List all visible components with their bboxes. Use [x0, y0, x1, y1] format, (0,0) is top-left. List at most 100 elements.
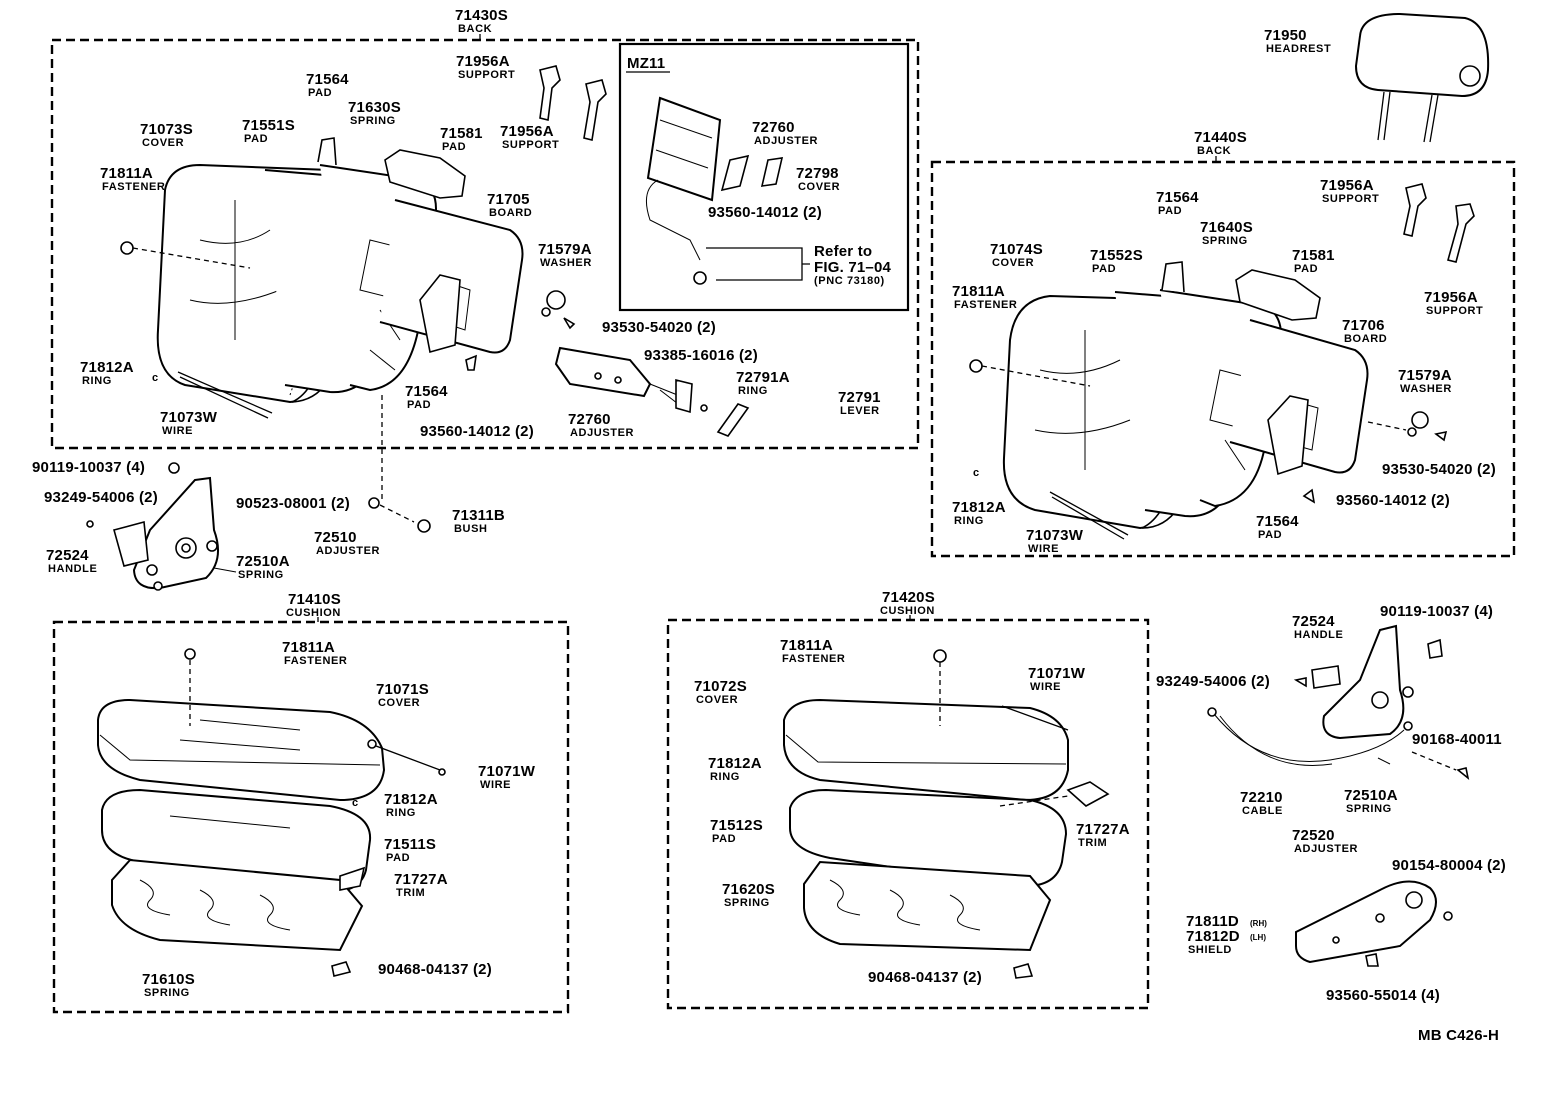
part-number-l_93249_1: 93249-54006 (2) — [44, 489, 158, 506]
svg-text:c: c — [152, 372, 159, 384]
part-name-l_71073W_1: WIRE — [162, 425, 193, 437]
part-number-l_90168: 90168-40011 — [1412, 731, 1502, 748]
cushion-right-assembly: 71420S CUSHION — [666, 589, 1150, 1010]
part-number-l_93560_55014: 93560-55014 (4) — [1326, 987, 1440, 1004]
part-name-l_71950: HEADREST — [1266, 43, 1331, 55]
part-number-l_71727A_2: 71727A — [1076, 821, 1130, 838]
reference-code: MB C426-H — [1418, 1027, 1499, 1044]
part-number-l_71705: 71705 — [487, 191, 530, 208]
refer-line1: Refer to — [814, 243, 872, 260]
part-number-l_72510A_2: 72510A — [1344, 787, 1398, 804]
back-left-assembly: 71430S BACK c — [50, 7, 920, 500]
part-number-l_71620S: 71620S — [722, 881, 775, 898]
svg-text:c: c — [352, 797, 359, 809]
inset-frame — [618, 42, 910, 312]
part-number-l_71072S: 71072S — [694, 678, 747, 695]
part-name-l_71956A_2: SUPPORT — [502, 139, 559, 151]
part-number-l_71956A_3: 71956A — [1320, 177, 1374, 194]
part-name-l_71640S: SPRING — [1202, 235, 1248, 247]
part-name-l_72510: ADJUSTER — [316, 545, 380, 557]
part-number-l_72520: 72520 — [1292, 827, 1335, 844]
recliner-plate-left — [132, 476, 220, 590]
assembly-name-cushion-left: CUSHION — [286, 607, 341, 619]
part-number-l_71727A_1: 71727A — [394, 871, 448, 888]
part-name-l_71956A_4: SUPPORT — [1426, 305, 1483, 317]
inset-title: MZ11 — [627, 55, 665, 72]
part-name-l_71811A_1: FASTENER — [102, 181, 165, 193]
part-name-l_71610S: SPRING — [144, 987, 190, 999]
part-name-l_72520: ADJUSTER — [1294, 843, 1358, 855]
part-number-l_72524_1: 72524 — [46, 547, 89, 564]
part-name-l_71812D: SHIELD — [1188, 944, 1232, 956]
part-number-l_71073W_1: 71073W — [160, 409, 218, 426]
back-right-assembly: 71440S BACK c — [930, 129, 1516, 558]
part-name-l_72524_1: HANDLE — [48, 563, 97, 575]
part-number-l_71581_1: 71581 — [440, 125, 483, 142]
part-number-l_71512S: 71512S — [710, 817, 763, 834]
part-name-l_71812A_2: RING — [954, 515, 984, 527]
recliner-adjuster-right — [1207, 624, 1470, 780]
part-number-l_90468_1: 90468-04137 (2) — [378, 961, 492, 978]
part-number-l_72510: 72510 — [314, 529, 357, 546]
part-number-l_71071W_1: 71071W — [478, 763, 536, 780]
assembly-name-back-left: BACK — [458, 23, 492, 35]
part-name-l_72510A_2: SPRING — [1346, 803, 1392, 815]
part-name-l_71727A_2: TRIM — [1078, 837, 1107, 849]
part-number-l_71564_1: 71564 — [306, 71, 349, 88]
part-name-l_71811A_4: FASTENER — [782, 653, 845, 665]
part-number-l_71564_4: 71564 — [1256, 513, 1299, 530]
part-number-l_71630S: 71630S — [348, 99, 401, 116]
part-number-l_71956A_4: 71956A — [1424, 289, 1478, 306]
part-number-l_90154: 90154-80004 (2) — [1392, 857, 1506, 874]
part-name-l_71956A_1: SUPPORT — [458, 69, 515, 81]
part-name-l_72798: COVER — [798, 181, 840, 193]
part-number-l_71581_2: 71581 — [1292, 247, 1335, 264]
part-name-l_71579A_1: WASHER — [540, 257, 592, 269]
cushion-right-frame — [666, 618, 1150, 1010]
part-number-l_93249_2: 93249-54006 (2) — [1156, 673, 1270, 690]
assembly-number-back-left: 71430S — [455, 7, 508, 24]
part-name-l_72791: LEVER — [840, 405, 880, 417]
part-number-l_72798: 72798 — [796, 165, 839, 182]
part-number-l_90119_1: 90119-10037 (4) — [32, 459, 145, 476]
part-number-l_71812A_4: 71812A — [708, 755, 762, 772]
part-number-l_93385: 93385-16016 (2) — [644, 347, 758, 364]
part-number-l_71564_3: 71564 — [1156, 189, 1199, 206]
part-number-l_71812A_2: 71812A — [952, 499, 1006, 516]
recliner-handle-left — [113, 520, 149, 567]
part-name-l_71551S: PAD — [244, 133, 268, 145]
part-name-l_71727A_1: TRIM — [396, 887, 425, 899]
part-name-l_71311B: BUSH — [454, 523, 488, 535]
part-name-l_71620S: SPRING — [724, 897, 770, 909]
part-name-l_71071W_1: WIRE — [480, 779, 511, 791]
part-number-l_71551S: 71551S — [242, 117, 295, 134]
part-name-l_71074S: COVER — [992, 257, 1034, 269]
assembly-name-back-right: BACK — [1197, 145, 1231, 157]
assembly-number-cushion-right: 71420S — [882, 589, 935, 606]
part-name-l_71071W_2: WIRE — [1030, 681, 1061, 693]
part-number-l_72760_2: 72760 — [568, 411, 611, 428]
headrest — [1354, 12, 1490, 143]
part-number-l_72510A_1: 72510A — [236, 553, 290, 570]
part-number-l_71811A_1: 71811A — [100, 165, 153, 182]
assembly-name-cushion-right: CUSHION — [880, 605, 935, 617]
part-number-l_72760_1: 72760 — [752, 119, 795, 136]
part-number-l_71811A_3: 71811A — [282, 639, 335, 656]
part-name-l_71073S: COVER — [142, 137, 184, 149]
part-number-l_90468_2: 90468-04137 (2) — [868, 969, 982, 986]
part-number-l_71071W_2: 71071W — [1028, 665, 1086, 682]
svg-text:c: c — [973, 467, 980, 479]
part-number-l_93560_2: 93560-14012 (2) — [1336, 492, 1450, 509]
part-name-l_71811A_3: FASTENER — [284, 655, 347, 667]
pad-71581-shape — [384, 149, 466, 199]
part-number-l_93530_1: 93530-54020 (2) — [602, 319, 716, 336]
part-number-l_93560_inset: 93560-14012 (2) — [708, 204, 822, 221]
part-number-l_71564_2: 71564 — [405, 383, 448, 400]
assembly-number-cushion-left: 71410S — [288, 591, 341, 608]
part-name-l_71071S: COVER — [378, 697, 420, 709]
part-number-l_71811A_2: 71811A — [952, 283, 1005, 300]
part-name-l_71512S: PAD — [712, 833, 736, 845]
part-number-l_71074S: 71074S — [990, 241, 1043, 258]
back-left-frame — [50, 38, 920, 450]
part-number-l_71811D: 71811D — [1186, 913, 1239, 930]
